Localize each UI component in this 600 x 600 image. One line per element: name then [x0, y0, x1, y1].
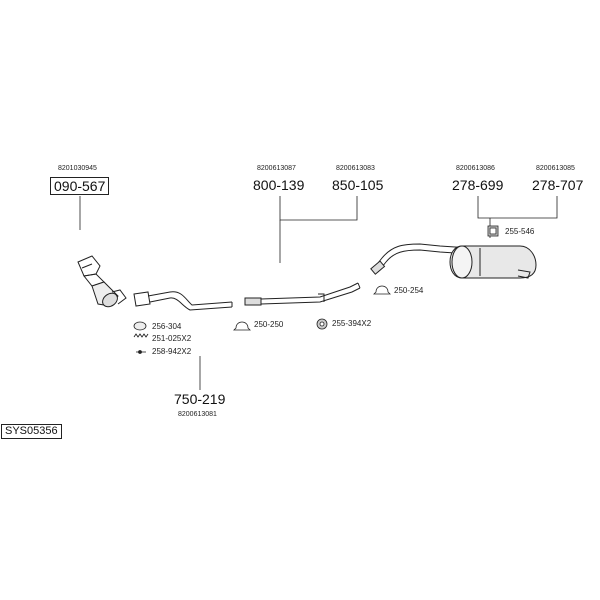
accessory-label-258-942[interactable]: 258-942X2: [152, 347, 192, 356]
accessory-label-251-025[interactable]: 251-025X2: [152, 334, 192, 343]
part-number-278-707[interactable]: 278-707: [532, 177, 584, 193]
part-number-090-567[interactable]: 090-567: [50, 177, 110, 195]
spring-251-025-icon: [133, 333, 149, 338]
accessory-label-255-394[interactable]: 255-394X2: [332, 319, 372, 328]
catalytic-converter-090-567: [77, 255, 127, 308]
leader-bracket-278: [477, 196, 558, 219]
part-number-750-219[interactable]: 750-219: [174, 391, 226, 407]
clamp-250-250-icon: [233, 321, 251, 331]
oem-number-278-707: 8200613085: [536, 165, 575, 172]
rear-pipe-850-105: [370, 243, 471, 275]
middle-pipe-800-139: [244, 282, 361, 306]
part-number-800-139[interactable]: 800-139: [253, 177, 305, 193]
front-pipe-750-219: [133, 291, 233, 311]
accessory-label-250-250[interactable]: 250-250: [254, 320, 284, 329]
clamp-250-254-icon: [373, 285, 391, 295]
leader-bracket-800-850: [279, 196, 358, 221]
oem-number-750-219: 8200613081: [178, 411, 217, 418]
mount-255-394-icon: [316, 318, 328, 330]
oem-number-090-567: 8201030945: [58, 165, 97, 172]
bolt-258-942-icon: [136, 350, 146, 354]
oem-number-800-139: 8200613087: [257, 165, 296, 172]
rear-silencer-278: [449, 245, 537, 279]
accessory-label-255-546[interactable]: 255-546: [505, 227, 535, 236]
oem-number-850-105: 8200613083: [336, 165, 375, 172]
part-number-278-699[interactable]: 278-699: [452, 177, 504, 193]
accessory-label-256-304[interactable]: 256-304: [152, 322, 182, 331]
gasket-256-304-icon: [133, 321, 147, 331]
accessory-label-250-254[interactable]: 250-254: [394, 286, 424, 295]
oem-number-278-699: 8200613086: [456, 165, 495, 172]
mount-255-546-icon: [487, 225, 499, 237]
system-code-label: SYS05356: [1, 424, 62, 439]
part-number-850-105[interactable]: 850-105: [332, 177, 384, 193]
